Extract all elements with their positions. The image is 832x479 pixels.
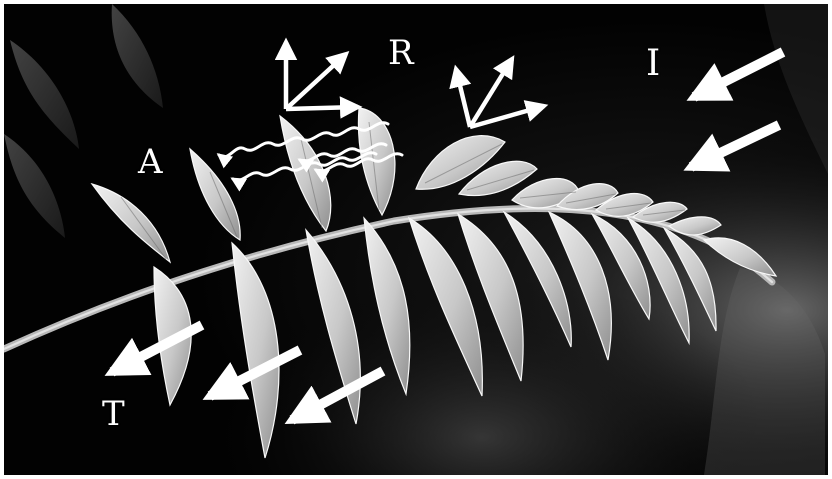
- absorbed-light-label: A: [138, 145, 163, 179]
- reflected-light-label: R: [388, 36, 414, 70]
- incident-light-label: I: [646, 46, 660, 82]
- reflected-light-arrow: [286, 107, 358, 109]
- photo-frame: A R I T: [4, 4, 828, 475]
- transmitted-light-label: T: [102, 397, 125, 431]
- fern-light-illustration: [4, 4, 828, 475]
